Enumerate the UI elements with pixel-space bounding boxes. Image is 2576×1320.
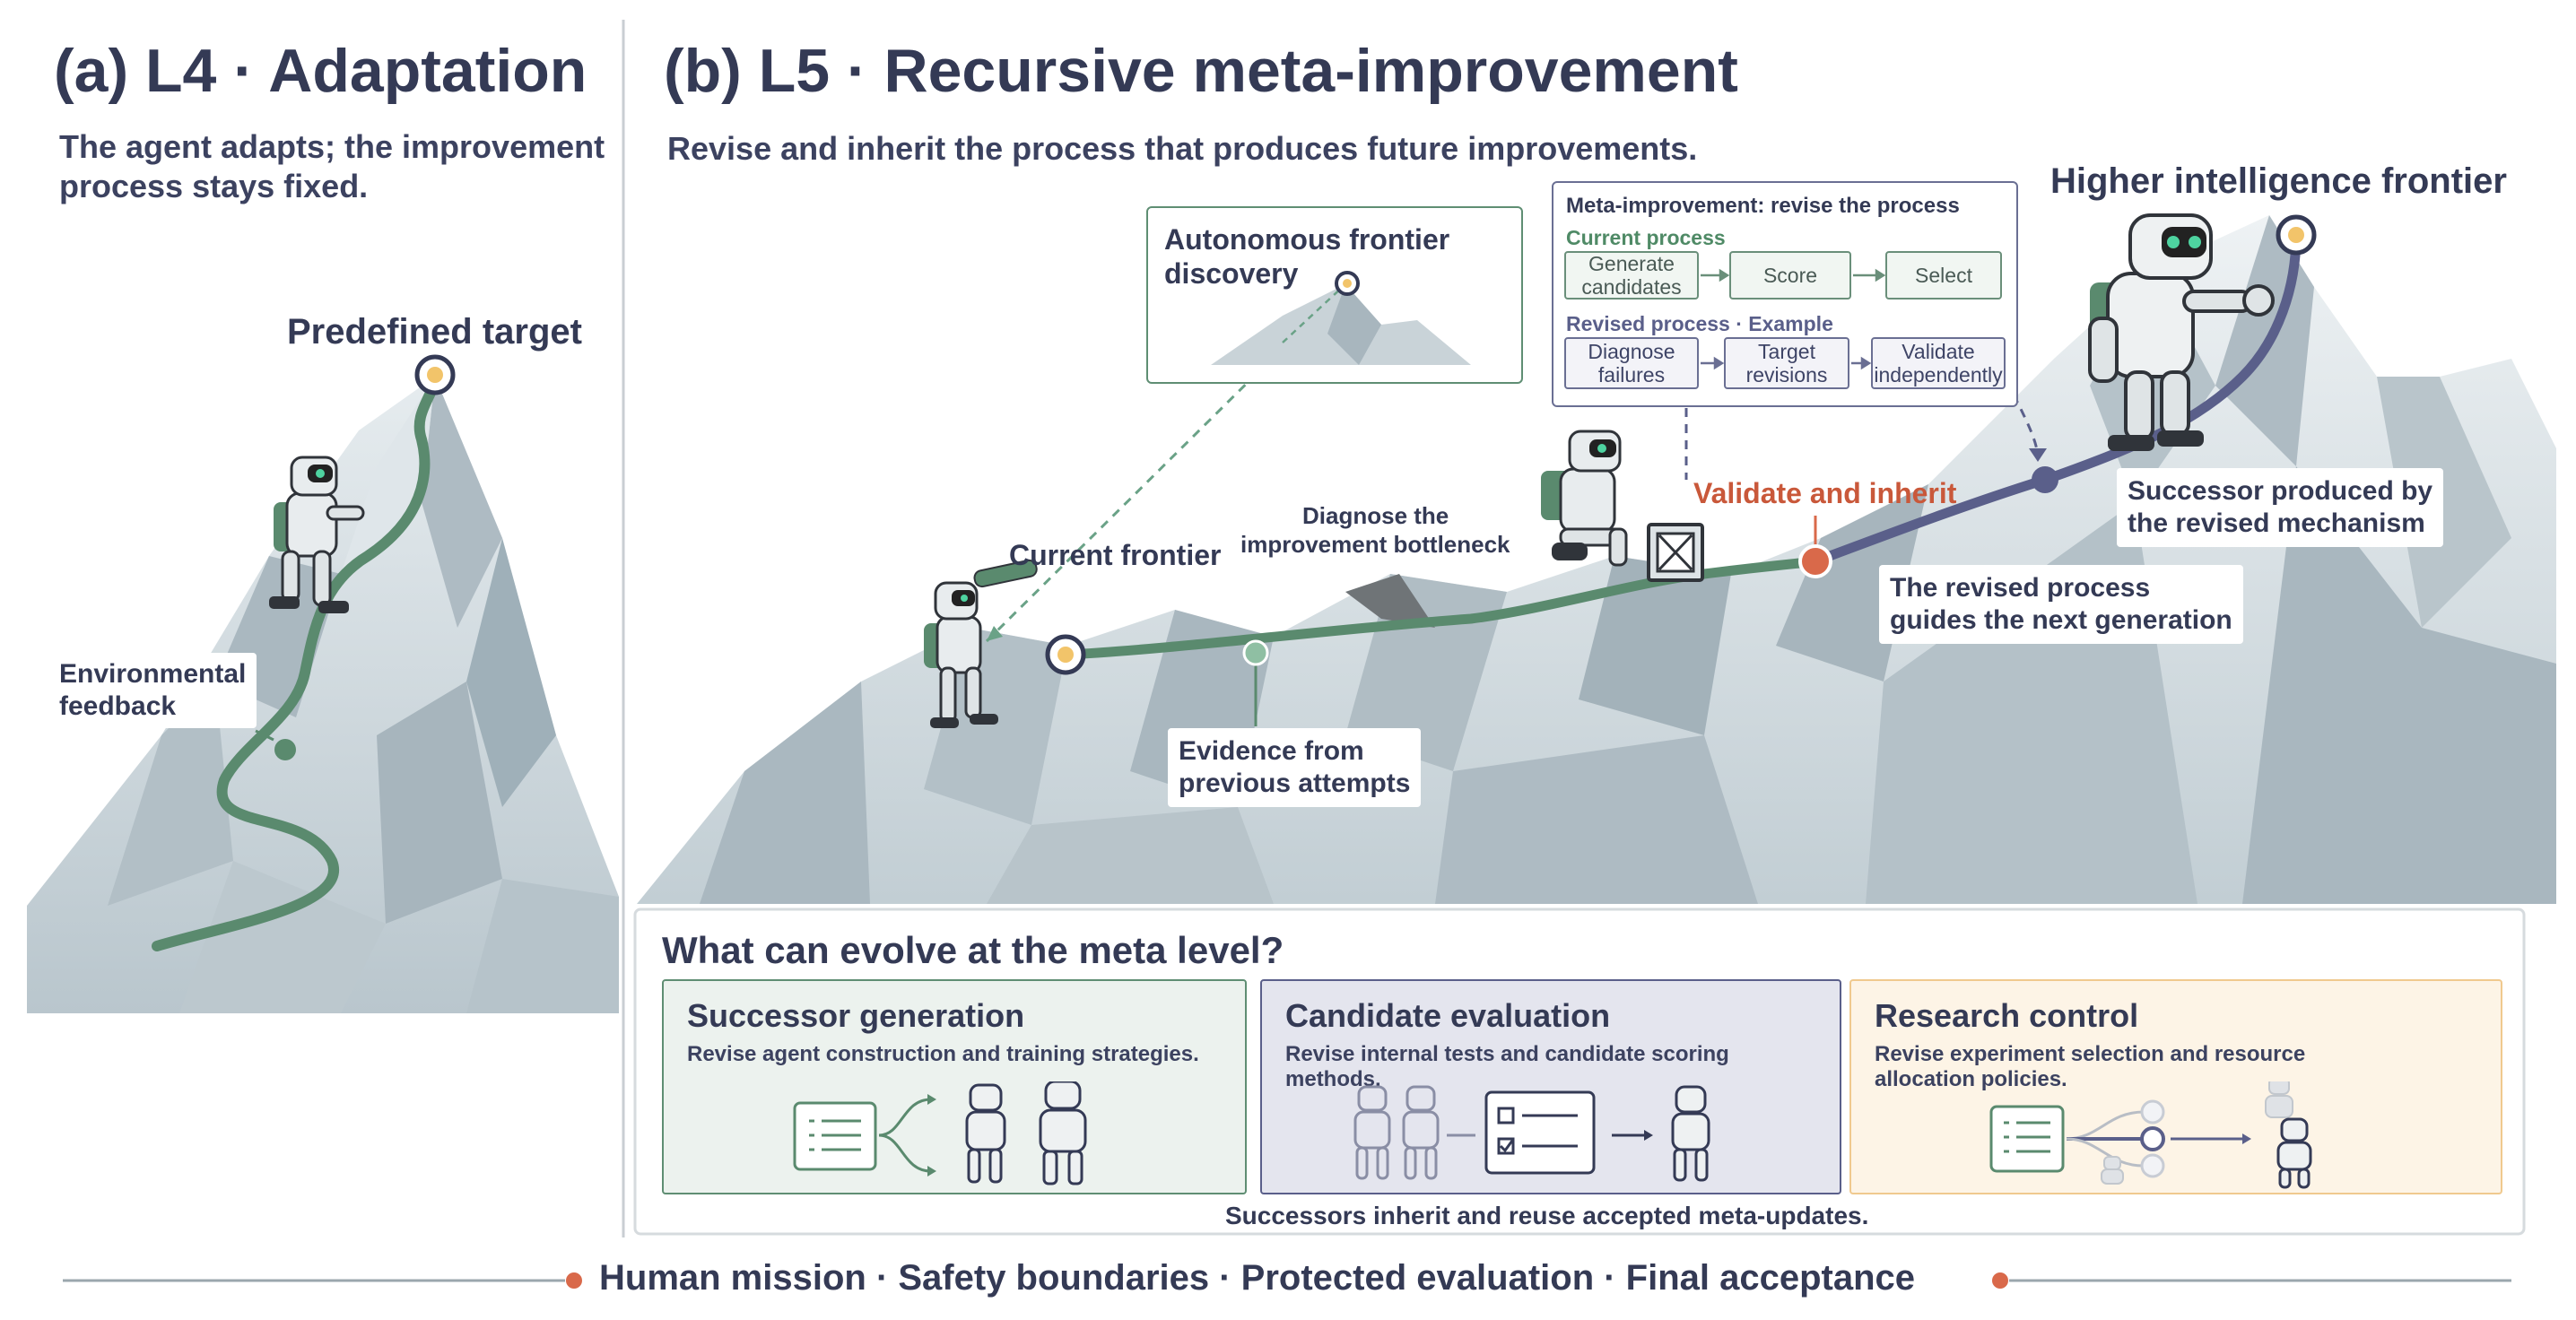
panel-a-climb-path <box>152 371 440 951</box>
bottleneck-robot <box>1541 430 1628 567</box>
meta-box-title: Meta-improvement: revise the process <box>1566 194 1960 218</box>
panel-a-subtitle-line1: The agent adapts; the improvement <box>59 128 605 165</box>
panel-b-mountains <box>637 215 2556 904</box>
panel-a-subtitle-line2: process stays fixed. <box>59 168 369 204</box>
candidate-evaluation-icon <box>1353 1085 1710 1182</box>
step-generate-candidates: Generate candidates <box>1564 251 1699 300</box>
successor-line2: the revised mechanism <box>2128 508 2425 538</box>
evidence-callout: Evidence from previous attempts <box>1168 728 1422 807</box>
frontier-discovery-card: Autonomous frontier discovery <box>1146 206 1523 384</box>
card-candidate-evaluation: Candidate evaluation Revise internal tes… <box>1260 979 1841 1194</box>
revised-line1: The revised process <box>1890 573 2151 603</box>
validate-node <box>1798 544 1832 578</box>
predefined-target-label: Predefined target <box>287 312 582 352</box>
meta-box-arrows <box>1701 268 1886 370</box>
evolve-title: What can evolve at the meta level? <box>662 929 1284 971</box>
evidence-path <box>1060 556 1821 660</box>
card-successor-desc: Revise agent construction and training s… <box>687 1042 1199 1066</box>
successor-line1: Successor produced by <box>2128 476 2433 506</box>
evidence-line1: Evidence from <box>1179 736 1364 766</box>
discovery-mountain-icon <box>1211 271 1471 365</box>
step-select: Select <box>1885 251 2002 300</box>
evidence-node <box>1242 639 1269 666</box>
step-validate-independently: Validate independently <box>1871 337 2006 389</box>
feedback-node <box>274 739 296 760</box>
inspection-box <box>1647 523 1704 582</box>
current-frontier-label: Current frontier <box>1009 539 1222 571</box>
panel-a-title: (a) L4 · Adaptation <box>54 37 587 105</box>
card-successor-generation: Successor generation Revise agent constr… <box>662 979 1247 1194</box>
current-process-label: Current process <box>1566 226 1726 249</box>
feedback-line1: Environmental <box>59 659 247 689</box>
revised-process-label: Revised process · Example <box>1566 312 1833 335</box>
revised-line2: guides the next generation <box>1890 605 2232 635</box>
step-diagnose-failures: Diagnose failures <box>1564 337 1699 389</box>
successor-generation-icon <box>793 1081 1087 1185</box>
bottom-bar-text: Human mission · Safety boundaries · Prot… <box>599 1258 1916 1298</box>
panel-a-robot <box>269 456 365 613</box>
card-research-title: Research control <box>1875 997 2139 1034</box>
card-research-desc: Revise experiment selection and resource… <box>1875 1042 2306 1091</box>
card-successor-title: Successor generation <box>687 997 1025 1034</box>
evolve-footer: Successors inherit and reuse accepted me… <box>1225 1202 1869 1229</box>
panel-b-subtitle: Revise and inherit the process that prod… <box>667 130 1698 167</box>
frontier-robot <box>924 559 1038 728</box>
meta-improvement-box: Meta-improvement: revise the process Cur… <box>1552 181 2018 407</box>
research-control-icon <box>1989 1081 2312 1189</box>
higher-frontier-label: Higher intelligence frontier <box>2050 161 2507 201</box>
feedback-line2: feedback <box>59 691 177 721</box>
successor-node <box>2032 466 2058 493</box>
card-evaluation-desc: Revise internal tests and candidate scor… <box>1285 1042 1729 1091</box>
discovery-line1: Autonomous frontier <box>1164 223 1450 256</box>
discovery-line2: discovery <box>1164 257 1299 290</box>
card-evaluation-title: Candidate evaluation <box>1285 997 1611 1034</box>
successor-callout: Successor produced by the revised mechan… <box>2117 468 2444 547</box>
card-research-control: Research control Revise experiment selec… <box>1849 979 2502 1194</box>
environmental-feedback-callout: Environmental feedback <box>48 653 257 728</box>
evidence-line2: previous attempts <box>1179 769 1411 798</box>
step-target-revisions: Target revisions <box>1724 337 1849 389</box>
step-score: Score <box>1729 251 1851 300</box>
bottleneck-label-line1: Diagnose the <box>1302 502 1449 529</box>
revised-process-callout: The revised process guides the next gene… <box>1879 565 2243 644</box>
validate-inherit-label: Validate and inherit <box>1693 477 1957 509</box>
successor-robot <box>2088 213 2275 451</box>
panel-b-title: (b) L5 · Recursive meta-improvement <box>664 37 1738 105</box>
bottleneck-label-line2: improvement bottleneck <box>1240 531 1510 558</box>
